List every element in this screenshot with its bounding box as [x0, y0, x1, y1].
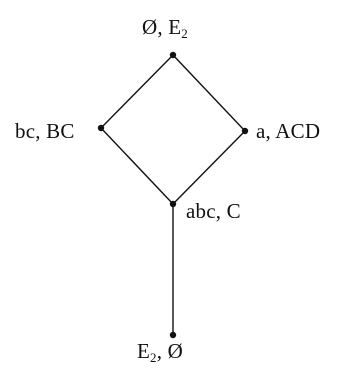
node-label-left: bc, BC: [15, 119, 75, 143]
edge-top-left: [100, 54, 174, 129]
node-dot-top: [169, 51, 177, 59]
node-label-mid: abc, C: [186, 199, 241, 223]
edge-left-mid: [100, 127, 174, 205]
diagram-nodes: [97, 51, 249, 339]
node-dot-mid: [169, 200, 177, 208]
node-dot-right: [241, 127, 249, 135]
node-dot-left: [97, 124, 105, 132]
node-label-top: Ø, E2: [142, 15, 188, 41]
node-dot-bottom: [169, 331, 177, 339]
diagram-edges: [100, 54, 246, 335]
edge-top-right: [172, 54, 246, 132]
node-label-right: a, ACD: [256, 119, 321, 143]
edge-right-mid: [172, 130, 246, 205]
node-label-bottom: E2, Ø: [137, 339, 183, 365]
